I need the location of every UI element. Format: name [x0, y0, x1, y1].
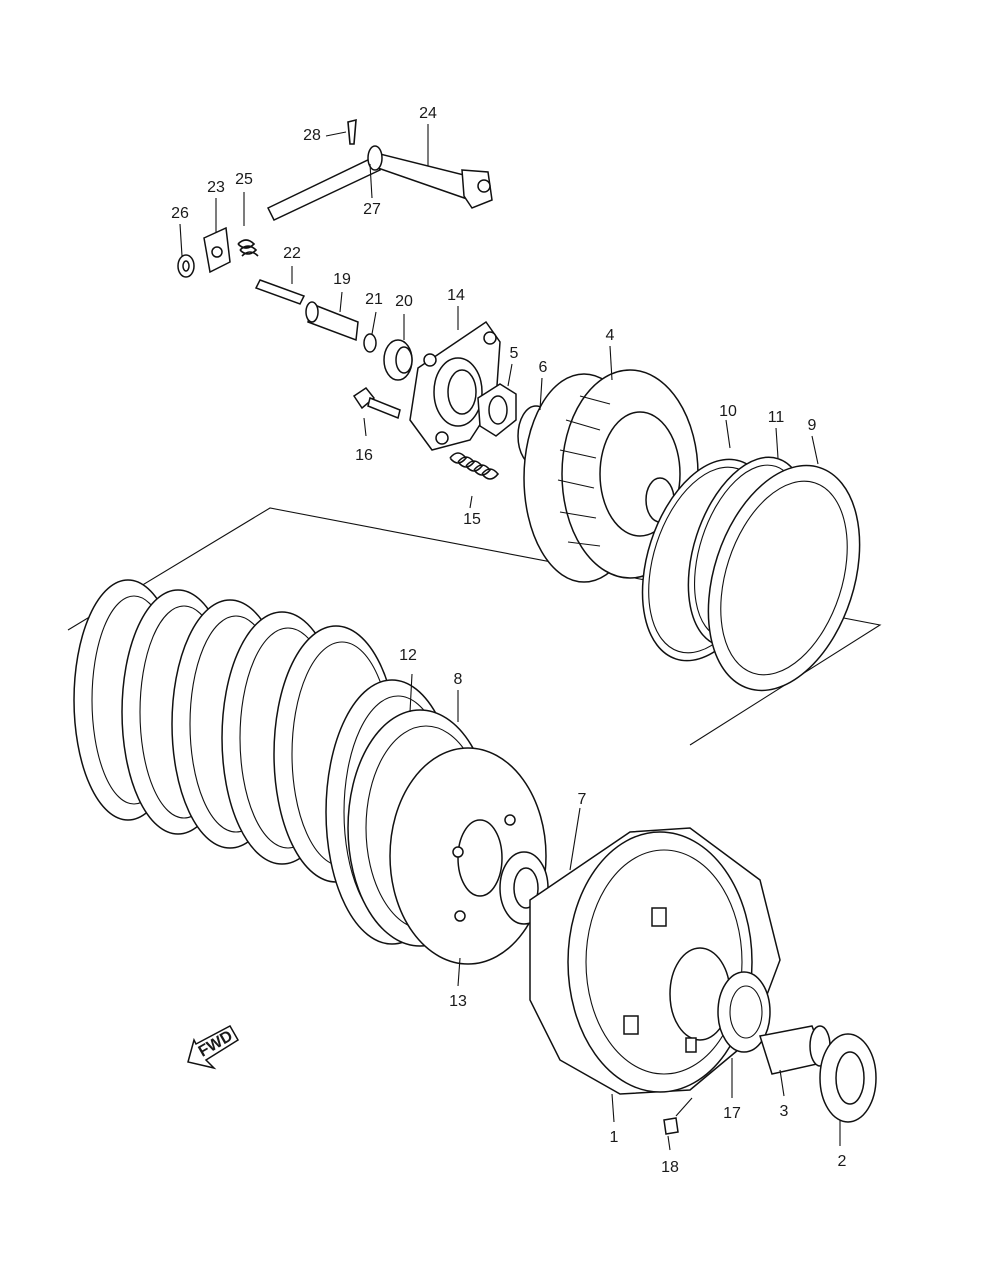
callout-14: 14	[447, 287, 465, 304]
callout-16: 16	[355, 447, 373, 464]
callout-3: 3	[780, 1103, 789, 1120]
bearing-20	[383, 339, 413, 381]
callout-21: 21	[365, 291, 383, 308]
cotter-pin	[347, 118, 357, 145]
callout-17: 17	[723, 1105, 741, 1122]
callout-11: 11	[768, 409, 785, 426]
callout-22: 22	[283, 245, 301, 262]
callout-15: 15	[463, 511, 481, 528]
push-piece-19	[305, 301, 359, 342]
callout-4: 4	[606, 327, 615, 344]
washer-26	[177, 254, 195, 278]
callout-27: 27	[363, 201, 381, 218]
callout-7: 7	[578, 791, 587, 808]
callout-10: 10	[719, 403, 737, 420]
primary-driven-gear-1	[529, 827, 781, 1095]
callout-18: 18	[661, 1159, 679, 1176]
bolt-16	[352, 386, 401, 420]
sleeve-17	[717, 971, 771, 1053]
callout-1: 1	[610, 1129, 619, 1146]
callout-labels: 1 2 3 4 5 6 7 8 9 10 11 12 13 14 15 16 1…	[171, 105, 846, 1176]
lever-plate-23	[203, 226, 231, 274]
leader-lines	[179, 124, 841, 1151]
callout-5: 5	[510, 345, 519, 362]
pin-18	[663, 1117, 679, 1135]
callout-8: 8	[454, 671, 463, 688]
callout-23: 23	[207, 179, 225, 196]
callout-26: 26	[171, 205, 189, 222]
callout-2: 2	[838, 1153, 847, 1170]
callout-13: 13	[449, 993, 467, 1010]
nut-5	[477, 383, 517, 437]
spring-15	[449, 452, 500, 480]
push-rod-22	[254, 279, 306, 305]
callout-19: 19	[333, 271, 351, 288]
fwd-arrow-icon: FWD	[187, 1024, 240, 1070]
release-lever-shaft	[266, 145, 493, 221]
callout-12: 12	[399, 647, 417, 664]
o-ring-21	[363, 333, 377, 353]
spacer-3	[759, 1025, 831, 1075]
thrust-washer-2	[819, 1033, 877, 1123]
callout-20: 20	[395, 293, 413, 310]
fwd-label: FWD	[196, 1028, 236, 1061]
pressure-plate-14	[409, 320, 501, 451]
callout-25: 25	[235, 171, 253, 188]
callout-24: 24	[419, 105, 437, 122]
sleeve-hub-4	[523, 369, 699, 583]
spring-25	[237, 239, 259, 257]
drive-plate-9	[707, 464, 861, 692]
callout-6: 6	[539, 359, 548, 376]
callout-9: 9	[808, 417, 817, 434]
callout-28: 28	[303, 127, 321, 144]
